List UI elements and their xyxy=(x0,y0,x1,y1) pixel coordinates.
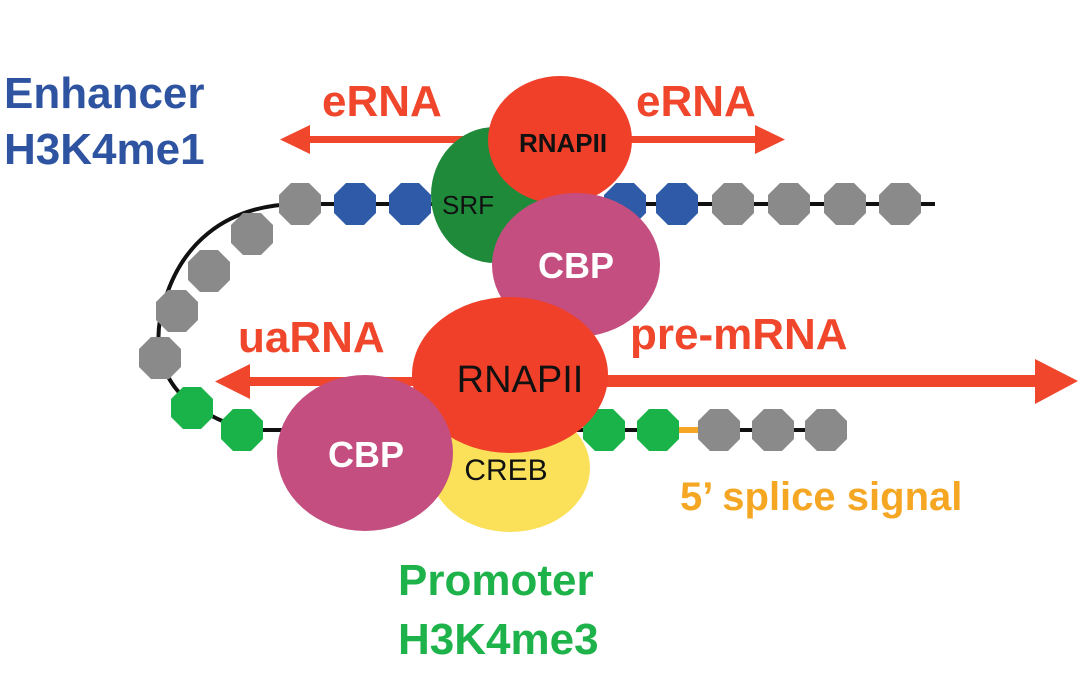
enhancer-label: Enhancer xyxy=(4,69,205,118)
nucleosome-loop-3 xyxy=(156,290,198,332)
splice-signal-label: 5’ splice signal xyxy=(680,475,963,519)
erna-left-label: eRNA xyxy=(322,77,442,126)
srf-label: SRF xyxy=(442,190,494,220)
uarna-label: uaRNA xyxy=(238,313,385,362)
pre-mrna-label: pre-mRNA xyxy=(630,310,848,359)
enhancer-mark-label: H3K4me1 xyxy=(4,125,205,174)
nucleosome-blue-1 xyxy=(334,183,376,225)
nucleosome-grey-5 xyxy=(879,183,921,225)
rnapii-enhancer-label: RNAPII xyxy=(519,128,607,158)
nucleosome-grey-2 xyxy=(712,183,754,225)
nucleosome-blue-2 xyxy=(389,183,431,225)
nucleosome-green-1 xyxy=(171,387,213,429)
pre-mrna-arrow xyxy=(590,359,1078,404)
promoter-label: Promoter xyxy=(398,556,594,605)
nucleosome-green-4 xyxy=(637,409,679,451)
rnapii-promoter-label: RNAPII xyxy=(457,359,584,401)
nucleosome-grey-3 xyxy=(768,183,810,225)
nucleosome-grey-8 xyxy=(805,409,847,451)
nucleosome-green-2 xyxy=(221,409,263,451)
nucleosome-grey-4 xyxy=(824,183,866,225)
rnapii-promoter-protein xyxy=(412,297,608,453)
erna-right-arrow xyxy=(610,125,785,154)
promoter-mark-label: H3K4me3 xyxy=(398,615,599,664)
nucleosome-loop-2 xyxy=(188,250,230,292)
erna-left-arrow xyxy=(280,125,500,154)
nucleosome-grey-6 xyxy=(698,409,740,451)
cbp-promoter-protein xyxy=(277,375,453,531)
nucleosome-blue-4 xyxy=(656,183,698,225)
creb-label: CREB xyxy=(464,454,547,487)
nucleosome-grey-1 xyxy=(279,183,321,225)
cbp-enhancer-label: CBP xyxy=(538,245,614,286)
nucleosome-loop-4 xyxy=(139,337,181,379)
cbp-promoter-label: CBP xyxy=(328,434,404,475)
nucleosome-loop-1 xyxy=(231,213,273,255)
erna-right-label: eRNA xyxy=(636,77,756,126)
nucleosome-grey-7 xyxy=(752,409,794,451)
rnapii-enhancer-protein xyxy=(488,76,632,204)
nucleosome-green-3 xyxy=(583,409,625,451)
